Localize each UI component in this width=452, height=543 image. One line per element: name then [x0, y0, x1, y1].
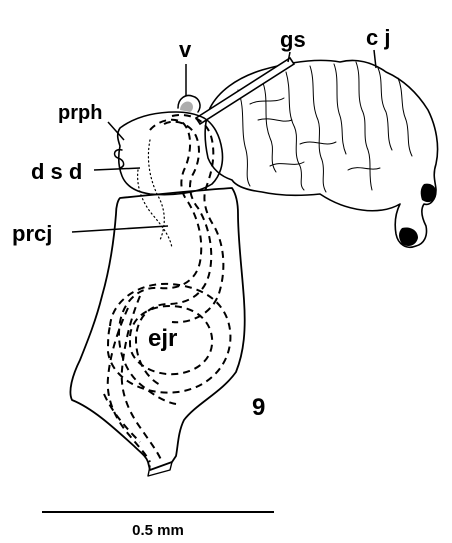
guiding-sclerite — [196, 58, 294, 124]
coiled-sac — [205, 60, 437, 247]
label-prcj: prcj — [12, 221, 52, 246]
valve — [178, 96, 200, 113]
figure-number: 9 — [252, 394, 265, 421]
label-gs: gs — [280, 27, 306, 52]
label-ejr: ejr — [148, 325, 177, 352]
labels: gs c j v prph d s d prcj ejr 9 — [12, 25, 390, 421]
scale-bar-label: 0.5 mm — [132, 522, 184, 539]
label-v: v — [179, 37, 192, 62]
label-prph: prph — [58, 102, 102, 124]
label-cj: c j — [366, 25, 390, 50]
label-dsd: d s d — [31, 159, 82, 184]
scale-bar: 0.5 mm — [42, 512, 274, 539]
